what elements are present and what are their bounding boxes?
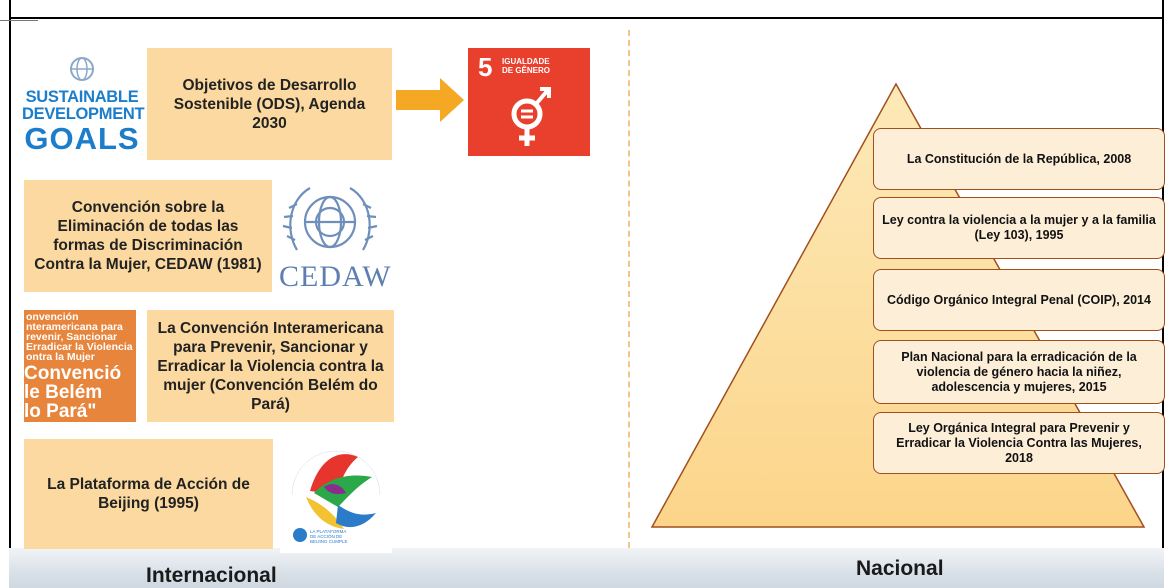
section-divider (628, 30, 630, 548)
box-beijing: La Plataforma de Acción de Beijing (1995… (24, 439, 273, 549)
sdg5-label-line2: DE GÊNERO (502, 66, 551, 75)
belem-big-line2: le Belém (24, 382, 103, 403)
belem-small-line4: Erradicar la Violencia (26, 341, 133, 353)
sdg-logo-line3: GOALS (24, 121, 140, 156)
label-nacional: Nacional (856, 557, 944, 580)
box-belem-do-para: La Convención Interamericana para Preven… (147, 310, 394, 422)
beijing-platform-logo: LA PLATAFORMA DE ACCIÓN DE BEIJING CUMPL… (280, 437, 392, 553)
belem-big-line1: Convenció (24, 363, 122, 384)
bird-logo-icon: LA PLATAFORMA DE ACCIÓN DE BEIJING CUMPL… (291, 450, 381, 544)
box-ods: Objetivos de Desarrollo Sostenible (ODS)… (147, 48, 392, 160)
frame-corner-mark (0, 20, 38, 21)
belem-small-line5: ontra la Mujer (26, 351, 95, 363)
sdg5-tile: 5 IGUALDADE DE GÊNERO (468, 48, 590, 156)
un-emblem (282, 187, 378, 251)
sdg-logo: SUSTAINABLE DEVELOPMENT GOALS (22, 56, 145, 156)
cedaw-logo-text: CEDAW (279, 260, 392, 293)
arrow-right-icon (396, 78, 464, 122)
pyramid-item-constitucion: La Constitución de la República, 2008 (873, 128, 1165, 190)
sdg-logo-line1: SUSTAINABLE (25, 88, 139, 106)
belem-big-line3: lo Pará" (24, 401, 97, 422)
belem-logo-small-text: onvención nteramericana para revenir, Sa… (26, 311, 133, 363)
svg-text:LA PLATAFORMA: LA PLATAFORMA (310, 529, 346, 534)
frame-left-border (9, 0, 11, 588)
sdg5-number: 5 (478, 52, 493, 82)
belem-do-para-logo: onvención nteramericana para revenir, Sa… (24, 310, 136, 422)
belem-small-line2: nteramericana para (26, 321, 123, 333)
box-cedaw: Convención sobre la Eliminación de todas… (24, 180, 272, 292)
gender-equality-icon (511, 87, 551, 146)
pyramid-item-ley-103: Ley contra la violencia a la mujer y a l… (873, 197, 1165, 259)
label-internacional: Internacional (146, 564, 277, 587)
belem-small-line1: onvención (26, 311, 79, 323)
svg-text:BEIJING CUMPLE: BEIJING CUMPLE (310, 539, 348, 544)
pyramid-item-coip: Código Orgánico Integral Penal (COIP), 2… (873, 269, 1165, 331)
un-globe-icon (70, 57, 94, 81)
svg-text:DE ACCIÓN DE: DE ACCIÓN DE (310, 533, 342, 539)
bottom-band (9, 548, 1164, 588)
frame-top-border (9, 17, 1164, 19)
belem-small-line3: revenir, Sancionar (26, 331, 118, 343)
sdg5-label-line1: IGUALDADE (502, 57, 550, 66)
belem-logo-big-text: Convenció le Belém lo Pará" (24, 364, 121, 421)
sdg-logo-line2: DEVELOPMENT (22, 105, 145, 123)
pyramid-item-plan-nacional: Plan Nacional para la erradicación de la… (873, 340, 1165, 404)
sdg5-label: IGUALDADE DE GÊNERO (502, 57, 550, 75)
pyramid-item-ley-organica: Ley Orgánica Integral para Prevenir y Er… (873, 412, 1165, 474)
